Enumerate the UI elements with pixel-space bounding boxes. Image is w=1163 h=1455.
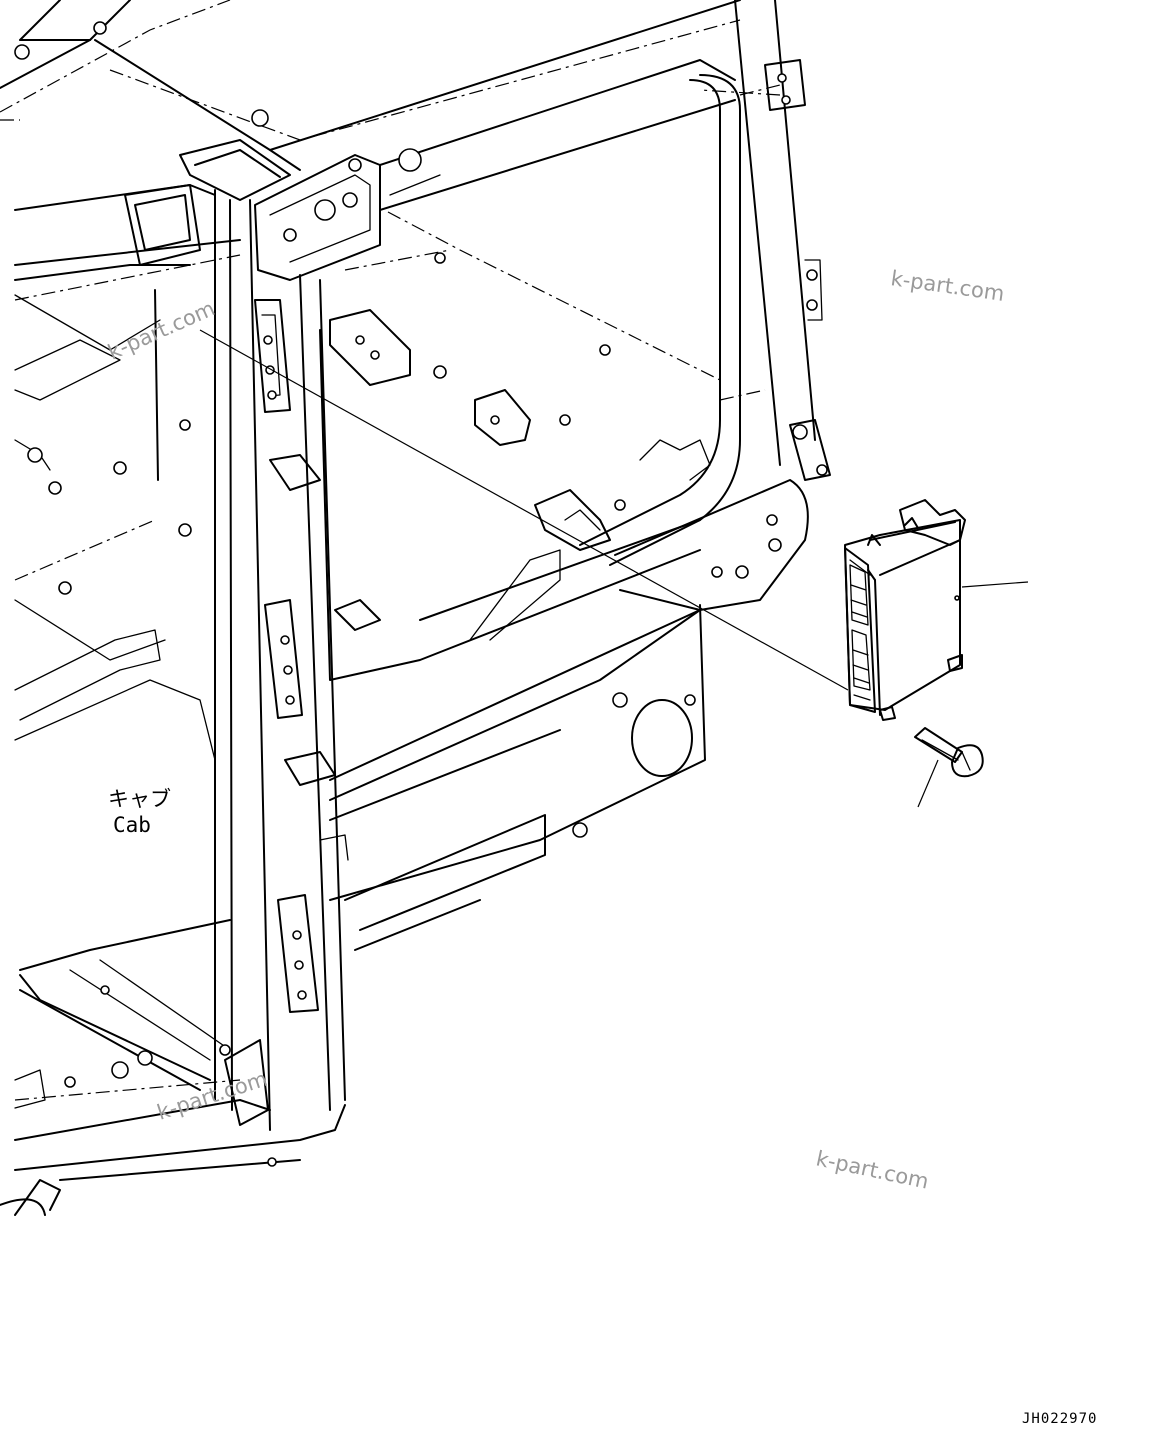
controller-unit <box>844 499 966 721</box>
cab-frame <box>0 0 831 1216</box>
watermark-4: k-part.com <box>814 1146 931 1193</box>
drawing-code: JH022970 <box>1022 1411 1097 1427</box>
bolt <box>914 727 984 778</box>
cab-label-jp: キャブ <box>108 787 171 811</box>
watermark-1: k-part.com <box>889 266 1006 306</box>
cab-label-en: Cab <box>113 813 151 837</box>
leader-lines <box>199 329 1029 808</box>
